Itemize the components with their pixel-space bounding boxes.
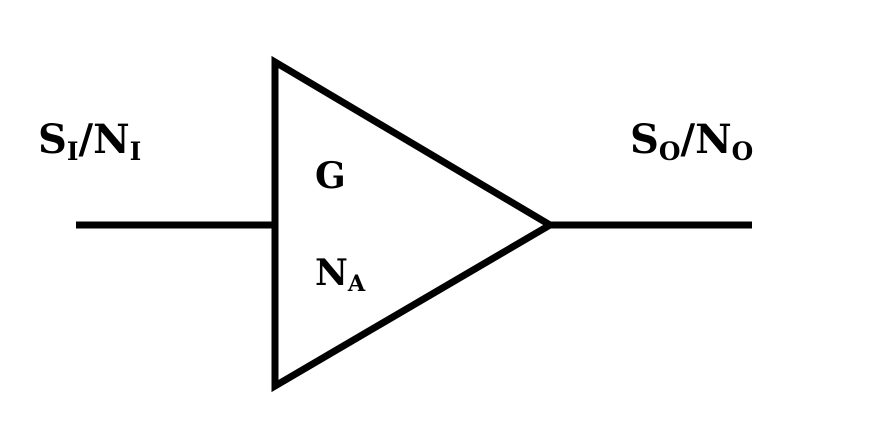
output-noise-subscript: O — [731, 136, 754, 166]
amplifier-noise-symbol: N — [315, 252, 348, 294]
input-signal-subscript: I — [66, 136, 79, 166]
output-signal-subscript: O — [658, 136, 681, 166]
output-snr-label: SO/NO — [630, 120, 753, 164]
amplifier-triangle — [271, 55, 557, 393]
input-signal-symbol: S — [38, 116, 67, 163]
output-noise-symbol: N — [695, 116, 732, 163]
amplifier-noise-label: NA — [315, 252, 365, 295]
gain-label: G — [315, 155, 346, 197]
amplifier-noise-subscript: A — [347, 271, 366, 298]
output-signal-symbol: S — [630, 116, 659, 163]
input-noise-symbol: N — [93, 116, 130, 163]
input-noise-subscript: I — [129, 136, 142, 166]
input-separator: / — [78, 116, 94, 163]
output-separator: / — [680, 116, 696, 163]
input-snr-label: SI/NI — [38, 120, 141, 164]
